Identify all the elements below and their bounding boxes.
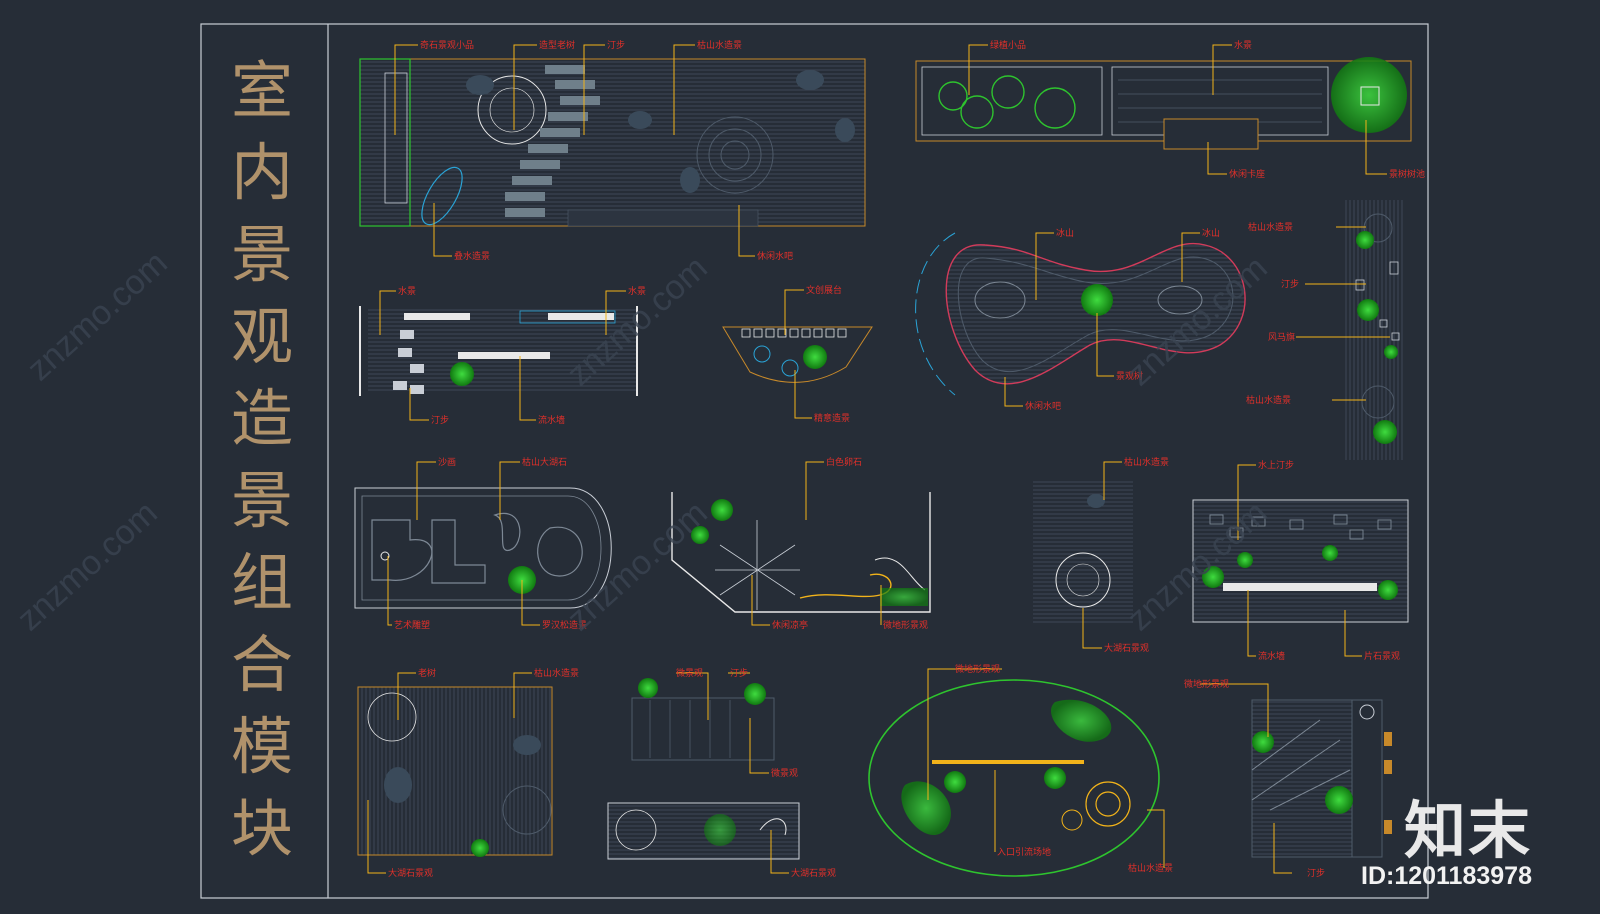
label-water-step: 水上汀步 xyxy=(1258,459,1294,471)
label-micro: 微景观 xyxy=(676,667,703,679)
label-display-stand: 文创展台 xyxy=(806,284,842,296)
label-dry-garden: 枯山水造景 xyxy=(1128,862,1173,874)
label-stepping-stone: 汀步 xyxy=(431,415,449,426)
module-water-wall xyxy=(359,306,638,396)
module-creative-stand xyxy=(722,326,873,383)
label-pavilion: 休闲凉亭 xyxy=(772,619,808,631)
leader-lines xyxy=(367,44,1390,874)
label-dry-garden: 枯山水造景 xyxy=(1246,394,1291,406)
label-water-bar: 休闲水吧 xyxy=(1025,400,1061,412)
label-sand-art: 沙画 xyxy=(438,457,456,468)
module-courtyard-zen xyxy=(359,58,866,227)
module-entrance-plaza xyxy=(868,679,1160,877)
title-char: 景 xyxy=(230,464,293,537)
image-id: ID:1201183978 xyxy=(1361,862,1532,890)
module-kidney-pool xyxy=(915,232,1246,396)
label-terrain: 微地形景观 xyxy=(1184,678,1229,690)
module-old-tree xyxy=(357,686,553,857)
label-flowing-wall: 流水墙 xyxy=(1258,650,1285,662)
label-iceberg: 冰山 xyxy=(1202,227,1220,239)
label-old-tree: 老树 xyxy=(418,667,436,679)
label-water-feature: 水景 xyxy=(1234,39,1252,51)
label-terrain: 微地形景观 xyxy=(955,663,1000,675)
title-char: 组 xyxy=(230,546,293,619)
label-slate: 片石景观 xyxy=(1364,650,1400,662)
label-terrain: 微地形景观 xyxy=(883,619,928,631)
label-pine: 罗汉松造景 xyxy=(542,619,587,631)
module-water-stepping xyxy=(1192,499,1409,623)
label-cascade: 叠水造景 xyxy=(454,250,490,262)
label-landscape: 精意造景 xyxy=(814,412,850,424)
label-water-feature: 水景 xyxy=(398,285,416,297)
label-dry-garden: 枯山水造景 xyxy=(1124,456,1169,468)
label-dry-garden: 枯山水造景 xyxy=(697,39,742,51)
label-dry-garden: 枯山水造景 xyxy=(534,667,579,679)
title-char: 室 xyxy=(230,54,293,127)
label-iceberg: 冰山 xyxy=(1056,227,1074,239)
title-char: 观 xyxy=(230,300,293,373)
label-landscape-tree: 景观树 xyxy=(1116,370,1143,382)
label-stepping-stone: 汀步 xyxy=(730,668,748,679)
label-lake-stone: 大湖石景观 xyxy=(1104,642,1149,654)
label-flowing-wall: 流水墙 xyxy=(538,414,565,426)
title-char: 合 xyxy=(230,628,293,701)
module-dry-garden-strip xyxy=(1345,200,1405,460)
title-char: 景 xyxy=(230,218,293,291)
label-booth: 休闲卡座 xyxy=(1229,168,1265,180)
title-char: 块 xyxy=(230,792,293,865)
label-prayer-flag: 风马旗 xyxy=(1268,331,1295,343)
title-char: 造 xyxy=(230,382,293,455)
label-old-tree: 造型老树 xyxy=(539,39,575,51)
label-water-feature: 水景 xyxy=(628,285,646,297)
module-micro-landscape xyxy=(607,678,800,860)
label-entrance: 入口引流场地 xyxy=(997,846,1051,858)
label-stepping-stone: 汀步 xyxy=(1281,279,1299,290)
module-rest-booth xyxy=(915,57,1412,150)
label-dry-garden: 枯山水造景 xyxy=(1248,221,1293,233)
label-micro: 微景观 xyxy=(771,767,798,779)
label-pebble: 白色卵石 xyxy=(826,456,862,468)
label-stepping-stone: 汀步 xyxy=(607,40,625,51)
vertical-title: 室内景观造景组合模块 xyxy=(226,50,298,870)
module-pavilion xyxy=(671,492,931,613)
label-lake-stone: 大湖石景观 xyxy=(388,867,433,879)
label-sculpture: 艺术雕塑 xyxy=(394,619,430,631)
label-rock-sketch: 奇石景观小品 xyxy=(420,39,474,51)
brand-logo: 知末 xyxy=(1404,794,1533,867)
module-stair-stepping xyxy=(1251,699,1392,858)
label-lake-stone: 枯山大湖石 xyxy=(522,456,567,468)
callout-labels: 奇石景观小品 造型老树 汀步 枯山水造景 叠水造景 休闲水吧 绿植小品 水景 休… xyxy=(388,39,1425,879)
module-sand-art xyxy=(354,487,612,609)
drawing-border xyxy=(200,23,1429,899)
title-char: 内 xyxy=(230,136,293,209)
label-tree-pit: 景树树池 xyxy=(1389,168,1425,180)
module-rock-tree xyxy=(1033,480,1133,625)
label-water-bar: 休闲水吧 xyxy=(757,250,793,262)
label-stepping-stone: 汀步 xyxy=(1307,868,1325,879)
label-lake-stone: 大湖石景观 xyxy=(791,867,836,879)
label-green-plant: 绿植小品 xyxy=(990,39,1026,51)
title-char: 模 xyxy=(230,710,293,783)
